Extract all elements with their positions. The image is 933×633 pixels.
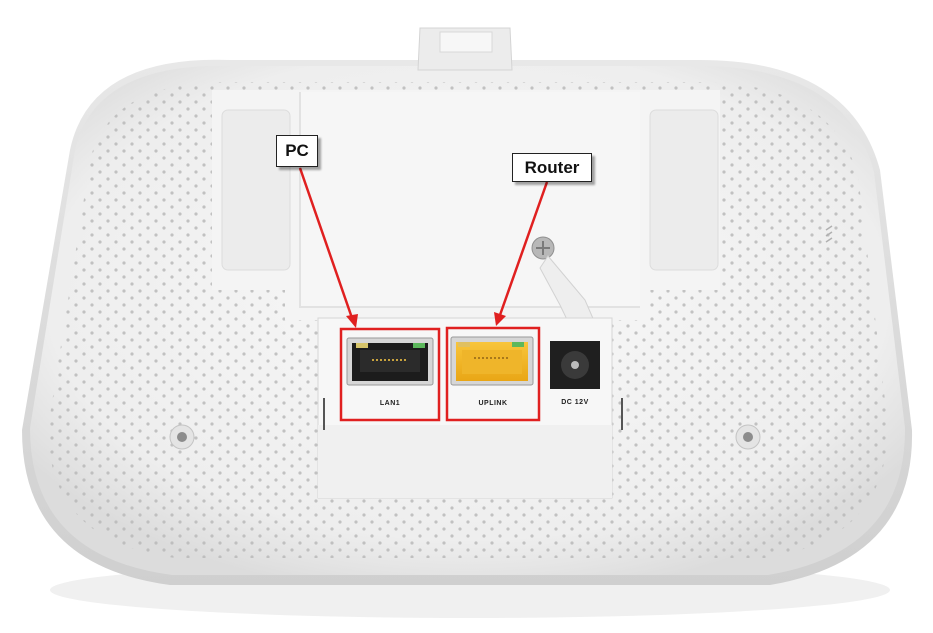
pc-callout-label: PC [276, 135, 318, 167]
arrow-pc-to-lan1 [298, 167, 358, 328]
router-callout-label: Router [512, 153, 592, 182]
dc-power-jack-icon [550, 341, 600, 389]
screw-slot [536, 241, 550, 255]
ethernet-port-icon [346, 337, 434, 386]
mount-bracket-center [300, 92, 640, 307]
uplink-highlight-box [445, 326, 541, 422]
top-clip-slot [439, 31, 493, 53]
mount-hole-icon [735, 424, 761, 450]
port-recess-lower [318, 425, 612, 498]
mount-hole-icon [169, 424, 195, 450]
ethernet-port-icon [450, 336, 534, 386]
mount-bracket-right [649, 109, 719, 271]
rim-grip-marks [825, 225, 833, 243]
mount-bracket-left [221, 109, 291, 271]
lan1-highlight-box [339, 327, 441, 422]
dc-port-label: DC 12V [561, 399, 589, 406]
arrow-router-to-uplink [494, 181, 549, 326]
uplink-port-label: UPLINK [478, 400, 508, 407]
lan1-port-label: LAN1 [379, 400, 401, 407]
